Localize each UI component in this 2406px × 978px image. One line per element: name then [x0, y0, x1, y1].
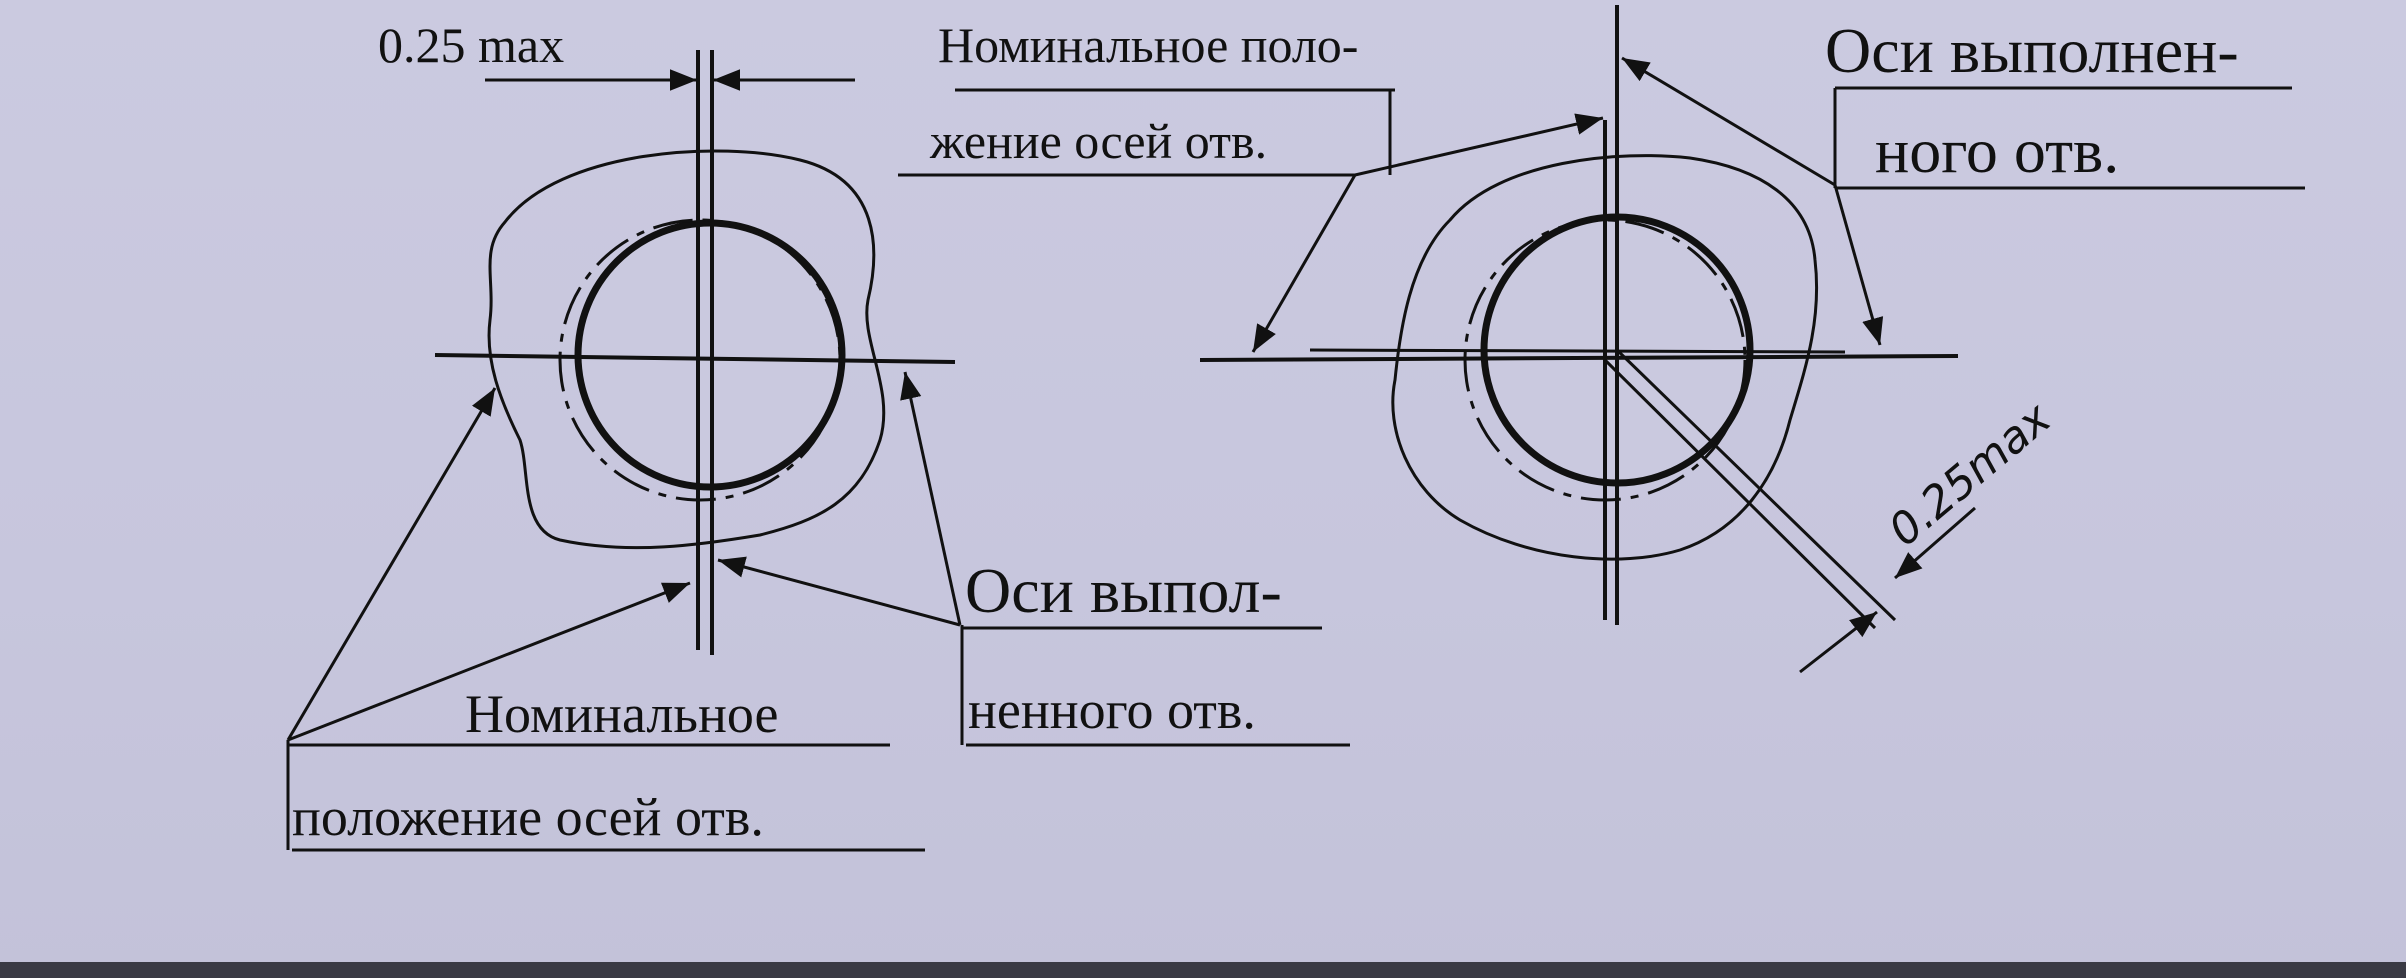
- left-actual-leader-1: [900, 371, 962, 626]
- left-figure: 0.25 max Номинальное положение осей отв.…: [286, 17, 1350, 852]
- right-actual-leader-2: [1833, 184, 1884, 346]
- right-nominal-label-line2: жение осей отв.: [929, 113, 1267, 169]
- right-diagonal-nominal: [1603, 358, 1877, 630]
- scan-edge: [0, 962, 2406, 978]
- left-nominal-leader-2: [287, 581, 691, 742]
- right-horizontal-axis-nominal: [1199, 354, 1959, 362]
- right-dim-arrow-lower: [1799, 610, 1878, 674]
- right-deviation-label: 0.25max: [1879, 392, 2061, 556]
- right-actual-label-line1: Оси выполнен-: [1825, 15, 2239, 86]
- right-nominal-leader-1: [1251, 174, 1357, 353]
- left-nominal-label-line1: Номинальное: [465, 684, 778, 744]
- left-horizontal-axis: [434, 353, 956, 364]
- left-nominal-leader-1: [286, 387, 497, 741]
- right-actual-leader-1: [1621, 56, 1836, 187]
- left-nominal-label-line2: положение осей отв.: [292, 787, 764, 847]
- right-diagonal-actual: [1615, 348, 1897, 622]
- right-figure: 0.25max Номинальное поло- жение осей отв…: [898, 5, 2305, 674]
- left-actual-label-line1: Оси выпол-: [965, 555, 1282, 626]
- left-actual-label-line2: ненного отв.: [968, 680, 1256, 740]
- left-deviation-label: 0.25 max: [378, 17, 564, 73]
- right-nominal-leader-2: [1354, 113, 1604, 177]
- right-dim-arrow-upper: [1894, 506, 1976, 580]
- right-horizontal-axis-actual: [1309, 348, 1846, 354]
- right-actual-label-line2: ного отв.: [1875, 115, 2119, 186]
- left-actual-leader-2: [717, 556, 961, 627]
- right-nominal-label-line1: Номинальное поло-: [938, 17, 1358, 73]
